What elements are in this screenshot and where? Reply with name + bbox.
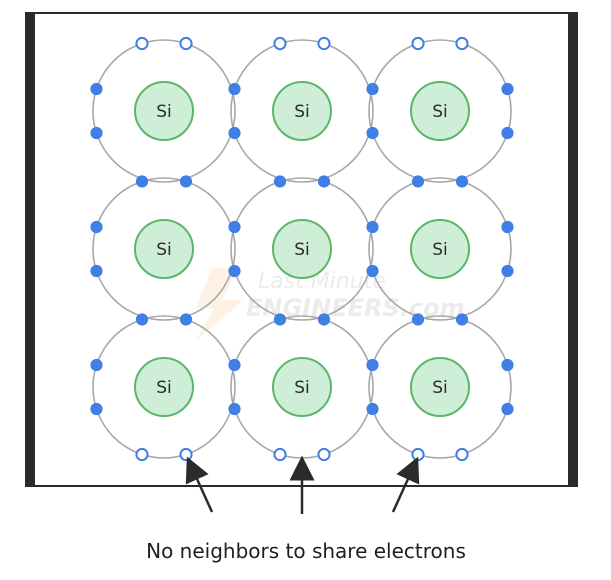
bonded-electron — [273, 175, 287, 188]
unpaired-electron — [179, 447, 193, 462]
silicon-nucleus — [134, 357, 194, 417]
orbit-layer — [92, 39, 512, 459]
bonded-electron — [366, 264, 379, 278]
bonded-electron — [228, 358, 241, 372]
bonded-electron — [366, 126, 379, 140]
bonded-electron — [455, 313, 469, 326]
bonded-electron — [90, 82, 103, 96]
electron-layer — [90, 36, 514, 462]
atom-label: Si — [432, 378, 448, 398]
orbit-ring — [368, 39, 512, 183]
bonded-electron — [317, 313, 331, 326]
atom-label: Si — [156, 378, 172, 398]
orbit-ring — [92, 177, 236, 321]
bonded-electron — [501, 402, 514, 416]
bonded-electron — [179, 175, 193, 188]
bonded-electron — [317, 175, 331, 188]
bonded-electron — [455, 175, 469, 188]
orbit-ring — [230, 39, 374, 183]
silicon-nucleus — [410, 81, 470, 141]
watermark: Last Minute ENGINEERS.com — [196, 268, 465, 340]
unpaired-electron — [455, 447, 469, 462]
unpaired-electron — [455, 36, 469, 51]
unpaired-electron — [135, 447, 149, 462]
bonded-electron — [228, 264, 241, 278]
bonded-electron — [90, 264, 103, 278]
bonded-electron — [90, 126, 103, 140]
silicon-nucleus — [272, 81, 332, 141]
arrow-left — [185, 456, 214, 513]
bonded-electron — [228, 220, 241, 234]
bonded-electron — [90, 402, 103, 416]
unpaired-electron — [179, 36, 193, 51]
bonded-electron — [501, 126, 514, 140]
bonded-electron — [411, 313, 425, 326]
silicon-nucleus — [410, 219, 470, 279]
watermark-bolt-icon — [196, 268, 244, 340]
bonded-electron — [90, 358, 103, 372]
bonded-electron — [228, 82, 241, 96]
bonded-electron — [501, 264, 514, 278]
bonded-electron — [366, 402, 379, 416]
silicon-nucleus — [272, 219, 332, 279]
atom-label: Si — [294, 378, 310, 398]
silicon-nucleus — [134, 81, 194, 141]
bonded-electron — [90, 220, 103, 234]
orbit-ring — [92, 315, 236, 459]
bonded-electron — [366, 220, 379, 234]
bonded-electron — [366, 358, 379, 372]
bonded-electron — [501, 82, 514, 96]
atom-label: Si — [156, 102, 172, 122]
left-wall — [25, 12, 35, 487]
unpaired-electron — [411, 36, 425, 51]
silicon-nucleus — [134, 219, 194, 279]
atom-label: Si — [294, 240, 310, 260]
unpaired-electron — [273, 447, 287, 462]
bonded-electron — [135, 313, 149, 326]
atom-label: Si — [156, 240, 172, 260]
atom-label: Si — [294, 102, 310, 122]
bonded-electron — [501, 220, 514, 234]
right-wall — [568, 12, 578, 487]
unpaired-electron — [317, 447, 331, 462]
atom-label: Si — [432, 102, 448, 122]
orbit-ring — [92, 39, 236, 183]
unpaired-electron — [317, 36, 331, 51]
silicon-nucleus — [272, 357, 332, 417]
arrow-group — [185, 455, 420, 514]
bonded-electron — [179, 313, 193, 326]
unpaired-electron — [411, 447, 425, 462]
orbit-ring — [368, 315, 512, 459]
orbit-ring — [368, 177, 512, 321]
caption: No neighbors to share electrons — [146, 539, 466, 563]
unpaired-electron — [135, 36, 149, 51]
bonded-electron — [135, 175, 149, 188]
atom-label: Si — [432, 240, 448, 260]
arrow-right — [391, 456, 420, 513]
bonded-electron — [366, 82, 379, 96]
bonded-electron — [411, 175, 425, 188]
unpaired-electron — [273, 36, 287, 51]
silicon-nucleus — [410, 357, 470, 417]
bonded-electron — [273, 313, 287, 326]
bonded-electron — [228, 126, 241, 140]
bonded-electron — [228, 402, 241, 416]
orbit-ring — [230, 177, 374, 321]
bonded-electron — [501, 358, 514, 372]
